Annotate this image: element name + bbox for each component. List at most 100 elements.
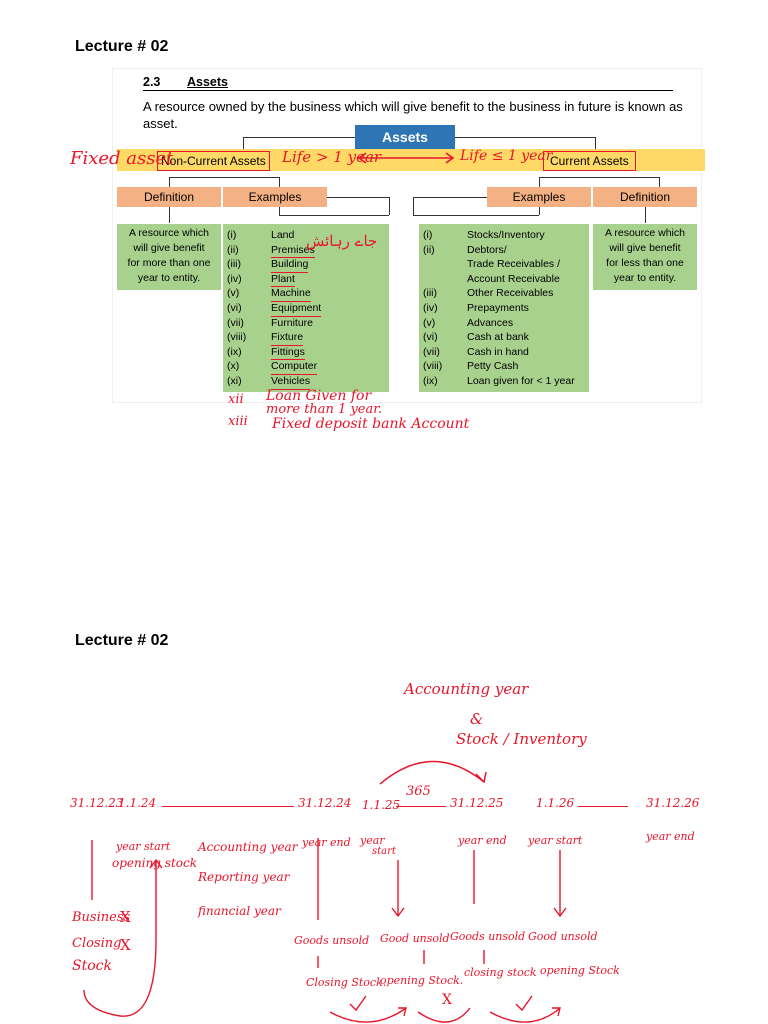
noncurrent-example-item-number: (vii): [227, 316, 244, 329]
hand-year-end-2: year end: [458, 834, 507, 847]
section-number: 2.3: [143, 75, 161, 89]
lecture-title-1: Lecture # 02: [75, 38, 169, 55]
current-example-item-text: Prepayments: [467, 302, 529, 314]
hand-year-end-1: year end: [302, 836, 351, 849]
noncurrent-example-item-text: Machine: [271, 286, 311, 302]
hand-closing-stock-2: closing stock: [464, 966, 537, 979]
hand-year-start-2: year: [360, 834, 385, 847]
current-example-item-text: Stocks/Inventory: [467, 229, 545, 241]
noncurrent-example-item-text: Computer: [271, 359, 318, 375]
hand-arrow-both: [357, 152, 455, 164]
current-definition: A resource which will give benefit for l…: [593, 224, 697, 290]
hand-year-start-2b: start: [372, 846, 396, 857]
noncurrent-example-item-number: (iv): [227, 272, 242, 285]
noncurrent-example-item-number: (viii): [227, 331, 247, 344]
noncurrent-example-item-text: Land: [271, 229, 295, 241]
date-1-1-24: 1.1.24: [118, 796, 157, 810]
hand-x-1: X: [120, 908, 131, 926]
hand-closing-stock-1: Closing Stock.: [306, 976, 387, 989]
current-example-item-text: Other Receivables: [467, 287, 554, 300]
noncurrent-example-item-text: Plant: [271, 272, 295, 288]
hand-xii-text-1: Loan Given for: [266, 388, 372, 404]
c-def-line-4: year to entity.: [613, 272, 677, 284]
date-31-12-26: 31.12.26: [646, 796, 700, 810]
noncurrent-example-item-number: (vi): [227, 302, 242, 314]
examples-box-noncurrent: Examples: [223, 187, 327, 207]
date-31-12-23: 31.12.23: [70, 796, 124, 810]
current-example-item-number: (viii): [423, 360, 443, 373]
hand-xii-num: xii: [228, 392, 244, 407]
current-example-item-text: Advances: [467, 316, 514, 329]
current-example-item-text: Account Receivable: [467, 272, 560, 285]
hand-xiii-text: Fixed deposit bank Account: [272, 416, 470, 432]
hand-accounting-year: Accounting year: [198, 840, 298, 854]
hand-closing: Closing: [72, 936, 122, 951]
hand-x-2: X: [120, 936, 131, 954]
nc-def-line-3: for more than one: [127, 257, 211, 269]
hand-goods-unsold-1: Goods unsold: [294, 934, 370, 947]
nc-def-line-4: year to entity.: [137, 272, 201, 284]
hand-goods-unsold-4: Good unsold: [528, 930, 598, 943]
hand-stock-inventory: Stock / Inventory: [456, 730, 587, 748]
noncurrent-example-item-text: Furniture: [271, 316, 314, 329]
hand-xii-text-2: more than 1 year.: [266, 402, 383, 417]
hand-year-start-3: year start: [528, 834, 583, 847]
lecture-title-2: Lecture # 02: [75, 632, 169, 649]
hand-365: 365: [406, 784, 431, 799]
hand-urdu-note: جاے رہائش: [306, 232, 378, 250]
asset-description: A resource owned by the business which w…: [143, 99, 683, 131]
assets-slide: 2.3 Assets A resource owned by the busin…: [112, 68, 705, 403]
c-def-line-3: for less than one: [606, 257, 684, 269]
current-example-item-number: (iv): [423, 302, 438, 314]
current-example-item-text: Debtors/: [467, 243, 507, 256]
noncurrent-example-item-text: Building: [271, 257, 309, 273]
date-1-1-25: 1.1.25: [362, 798, 401, 812]
hand-goods-unsold-3: Goods unsold: [450, 930, 526, 943]
hand-financial-year: financial year: [198, 904, 281, 918]
noncurrent-example-item-number: (xi): [227, 375, 242, 387]
noncurrent-example-item-text: Vehicles: [271, 374, 311, 390]
noncurrent-example-item-text: Fittings: [271, 345, 305, 361]
definition-box-current: Definition: [593, 187, 697, 207]
noncurrent-definition: A resource which will give benefit for m…: [117, 224, 221, 290]
c-def-line-1: A resource which: [605, 227, 685, 239]
noncurrent-examples-list: (i)Land(ii)Premises(iii)Building(iv)Plan…: [223, 224, 389, 392]
current-example-item-number: (iii): [423, 287, 437, 300]
hand-opening-stock-2: opening Stock.: [380, 974, 464, 987]
current-assets-label: Current Assets: [543, 151, 636, 171]
definition-box-noncurrent: Definition: [117, 187, 221, 207]
non-current-assets-label: Non-Current Assets: [157, 151, 270, 171]
nc-def-line-2: will give benefit: [133, 242, 205, 254]
hand-year-start-1: year start: [116, 840, 171, 853]
date-31-12-25: 31.12.25: [450, 796, 504, 810]
examples-box-current: Examples: [487, 187, 591, 207]
current-example-item-number: (v): [423, 316, 436, 329]
date-1-1-26: 1.1.26: [536, 796, 575, 810]
noncurrent-example-item-number: (x): [227, 360, 240, 373]
c-def-line-2: will give benefit: [609, 242, 681, 254]
noncurrent-example-item-number: (i): [227, 229, 237, 241]
hand-stock: Stock: [72, 958, 112, 974]
current-example-item-text: Trade Receivables /: [467, 258, 560, 271]
hand-goods-unsold-2: Good unsold: [380, 932, 450, 945]
hand-opening-stock-1: opening stock: [112, 856, 197, 870]
hand-amp: &: [470, 710, 484, 728]
current-example-item-text: Loan given for < 1 year: [467, 375, 575, 387]
hand-opening-stock-3: opening Stock: [540, 964, 620, 977]
current-example-item-text: Cash in hand: [467, 345, 529, 358]
noncurrent-example-item-text: Equipment: [271, 301, 322, 317]
hand-life-gt: Life > 1 year: [282, 148, 382, 166]
noncurrent-example-item-number: (ii): [227, 243, 239, 256]
current-example-item-number: (vii): [423, 345, 440, 358]
hand-flow-lines: [83, 838, 567, 1023]
current-examples-list: (i)Stocks/Inventory(ii)Debtors/Trade Rec…: [419, 224, 589, 392]
hand-arc-365: [379, 760, 487, 785]
current-example-item-text: Petty Cash: [467, 360, 519, 373]
assets-box: Assets: [355, 125, 455, 149]
nc-def-line-1: A resource which: [129, 227, 209, 239]
noncurrent-example-item-number: (v): [227, 287, 240, 300]
noncurrent-example-item-number: (iii): [227, 258, 241, 271]
hand-year-end-3: year end: [646, 830, 695, 843]
hand-xiii-num: xiii: [228, 414, 248, 429]
hand-business: Business: [72, 910, 131, 925]
